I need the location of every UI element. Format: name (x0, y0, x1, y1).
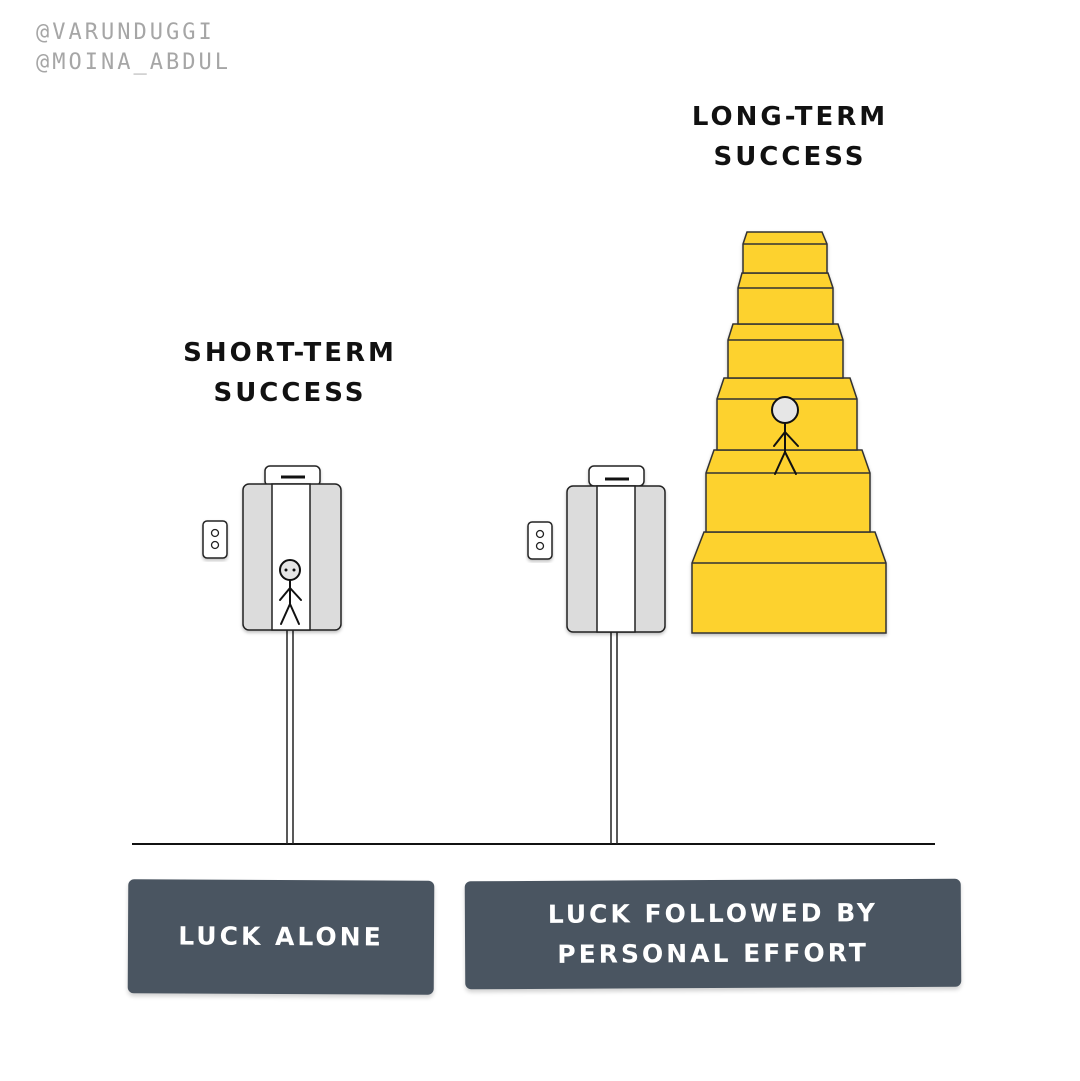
author-credits: @VARUNDUGGI @MOINA_ABDUL (36, 18, 231, 78)
label-luck-alone: LUCK ALONE (127, 879, 435, 995)
stair-step (691, 531, 887, 634)
label-right-line-1: LUCK FOLLOWED BY (547, 898, 879, 929)
label-right-line-2: PERSONAL EFFORT (557, 938, 869, 969)
staircase-icon (691, 231, 887, 634)
stair-step (737, 272, 834, 325)
long-term-heading-line-1: LONG-TERM (691, 102, 889, 132)
stair-step (742, 231, 828, 274)
stick-figure-icon (279, 559, 302, 625)
call-button-up (210, 528, 220, 538)
long-term-heading-line-2: SUCCESS (713, 142, 867, 172)
short-term-heading-line-2: SUCCESS (213, 378, 367, 408)
call-button-down (535, 541, 545, 551)
label-luck-alone-text: LUCK ALONE (178, 921, 384, 952)
call-button-down (210, 540, 220, 550)
call-button-up (535, 529, 545, 539)
long-term-heading: LONG-TERM SUCCESS (660, 97, 920, 177)
credit-line-1: @VARUNDUGGI (36, 20, 215, 45)
stair-step (727, 323, 844, 379)
elevator-call-button-icon (202, 520, 228, 559)
elevator-icon (527, 465, 666, 844)
short-term-heading: SHORT-TERM SUCCESS (160, 333, 420, 413)
elevator-call-button-icon (527, 521, 553, 560)
elevator-top-cap (588, 465, 645, 487)
elevator-icon (202, 465, 342, 844)
label-luck-followed-by-effort-text: LUCK FOLLOWED BY PERSONAL EFFORT (548, 893, 879, 975)
short-term-heading-line-1: SHORT-TERM (183, 338, 397, 368)
elevator-door-open (596, 485, 636, 633)
stick-figure-icon (771, 396, 799, 475)
stair-step (705, 449, 871, 533)
label-luck-followed-by-effort: LUCK FOLLOWED BY PERSONAL EFFORT (464, 878, 962, 990)
credit-line-2: @MOINA_ABDUL (36, 50, 231, 75)
